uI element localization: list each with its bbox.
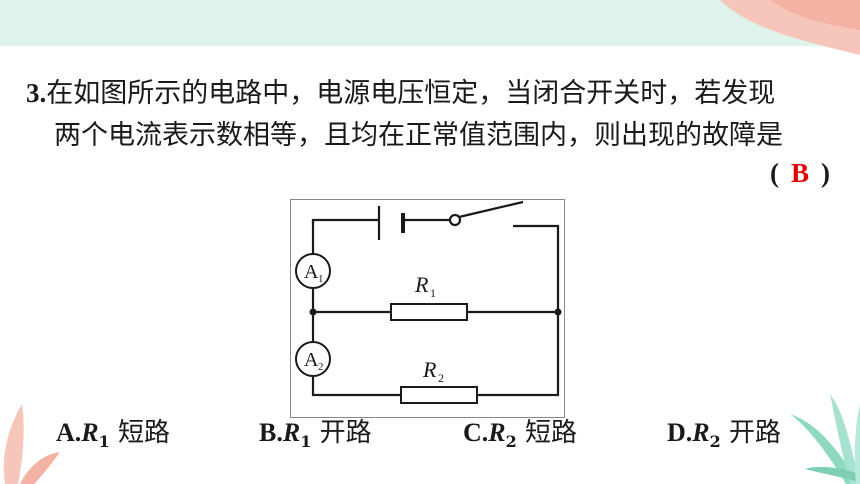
option-b-letter: B. xyxy=(259,418,283,447)
option-b: B.R1 开路 xyxy=(259,412,372,451)
option-b-symbol: R xyxy=(282,418,301,447)
option-c-symbol: R xyxy=(488,418,506,447)
option-d-text: 开路 xyxy=(729,418,782,448)
wire-top-left xyxy=(311,218,379,223)
r2-label: R xyxy=(422,357,437,382)
leaf-decoration-right xyxy=(790,394,860,484)
switch-blade xyxy=(458,200,524,219)
option-d-sub: 2 xyxy=(709,432,721,452)
palm-leaf-4 xyxy=(854,404,860,484)
option-b-text: 开路 xyxy=(319,418,372,448)
leaf-decoration-left xyxy=(3,404,60,484)
option-d-letter: D. xyxy=(667,418,693,447)
palm-leaf-1 xyxy=(790,414,860,484)
circuit-figure: A 1 A 2 R 1 R 2 xyxy=(290,199,565,418)
leaf-left-pink xyxy=(3,404,24,484)
r2-sub: 2 xyxy=(438,371,444,385)
wire-left-bottom xyxy=(311,376,401,397)
wire-r2-right xyxy=(477,312,560,397)
question-line-2: 两个电流表示数相等，且均在正常值范围内，则出现的故障是 xyxy=(54,120,783,151)
ammeter-a2 xyxy=(295,341,331,377)
r1-sub: 1 xyxy=(430,286,436,300)
wire-top-right xyxy=(513,224,560,312)
question-number: 3. xyxy=(26,78,47,108)
question-text-1: 在如图所示的电路中，电源电压恒定，当闭合开关时，若发现 xyxy=(46,78,776,109)
palm-leaf-3 xyxy=(805,466,860,482)
answer-bracket: ( B) xyxy=(770,158,830,189)
ammeter-a2-sub: 2 xyxy=(318,361,324,373)
ammeter-a2-label: A xyxy=(304,349,319,371)
leaf-left-pink-2 xyxy=(20,452,60,484)
option-a-sub: 1 xyxy=(98,432,110,452)
ammeter-a1 xyxy=(295,253,331,289)
junction-right xyxy=(554,308,562,316)
corner-blob-inner xyxy=(770,0,860,30)
top-banner xyxy=(0,0,860,46)
junction-left xyxy=(309,308,317,316)
ammeter-a1-sub: 1 xyxy=(318,273,324,285)
option-d-symbol: R xyxy=(692,418,710,447)
question-block: 3.在如图所示的电路中，电源电压恒定，当闭合开关时，若发现 两个电流表示数相等，… xyxy=(26,72,846,157)
option-c: C.R2 短路 xyxy=(463,412,577,451)
palm-leaf-2 xyxy=(830,394,860,484)
option-a-symbol: R xyxy=(81,418,99,447)
switch-pivot xyxy=(448,213,462,227)
option-a-letter: A. xyxy=(56,418,82,447)
option-d: D.R2 开路 xyxy=(667,412,781,451)
question-line-1: 3.在如图所示的电路中，电源电压恒定，当闭合开关时，若发现 xyxy=(26,72,846,115)
option-c-letter: C. xyxy=(463,418,489,447)
resistor-r1 xyxy=(390,303,468,321)
options-row: A.R1 短路 B.R1 开路 C.R2 短路 D.R2 开路 xyxy=(0,412,860,456)
resistor-r2 xyxy=(400,386,478,404)
option-c-text: 短路 xyxy=(525,418,578,448)
ammeter-a1-label: A xyxy=(304,261,319,283)
answer-paren-open: ( xyxy=(769,158,779,188)
answer-letter: B xyxy=(790,158,809,188)
answer-paren-close: ) xyxy=(821,158,830,188)
r1-label: R xyxy=(414,272,429,297)
option-a-text: 短路 xyxy=(118,418,171,448)
corner-decoration xyxy=(720,0,860,55)
option-a: A.R1 短路 xyxy=(56,412,170,451)
option-b-sub: 1 xyxy=(300,432,312,452)
circuit-diagram: A 1 A 2 R 1 R 2 xyxy=(295,200,562,404)
option-c-sub: 2 xyxy=(505,432,517,452)
